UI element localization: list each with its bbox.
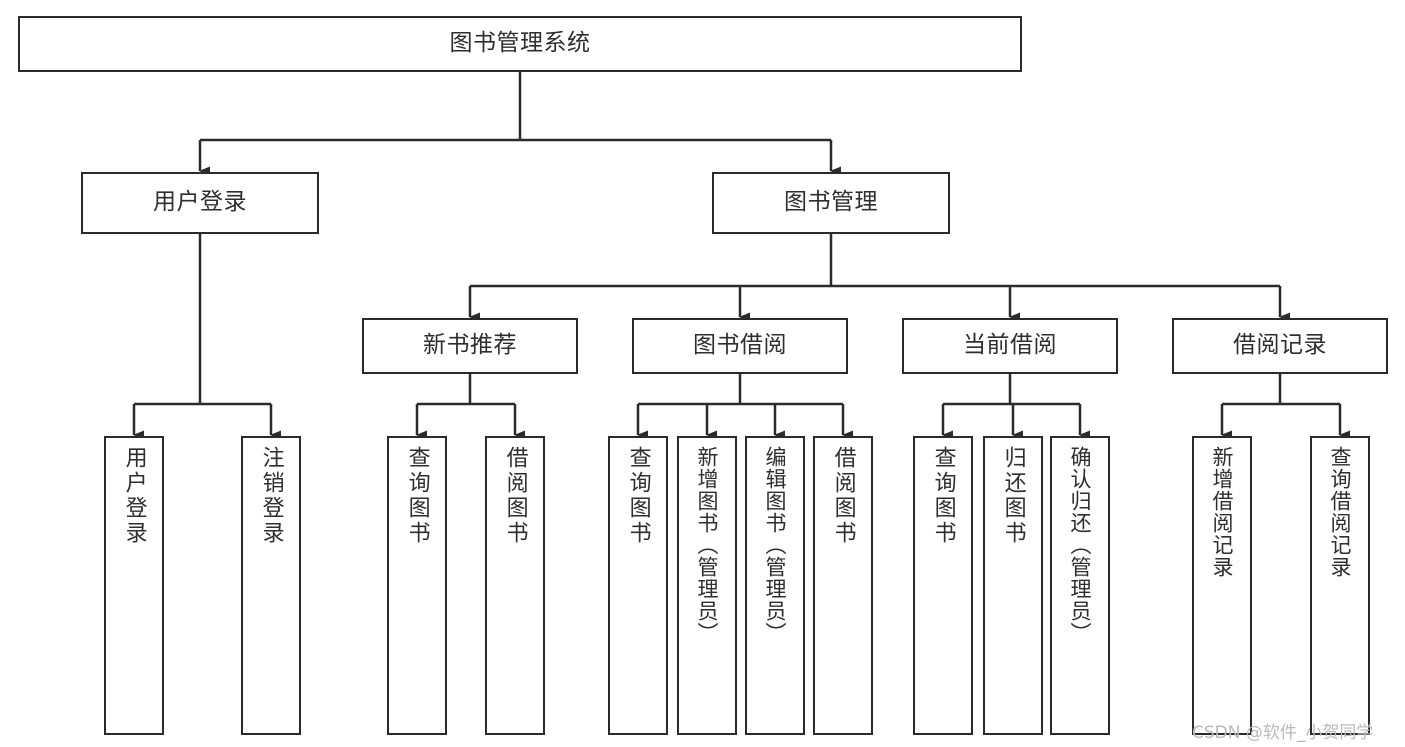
node-leaf-nb-b[interactable]: 借阅图书: [485, 436, 545, 735]
node-leaf-cb-r[interactable]: 归还图书: [983, 436, 1043, 735]
node-leaf-br-q[interactable]: 查询借阅记录: [1310, 436, 1370, 735]
node-newbook[interactable]: 新书推荐: [362, 318, 578, 374]
node-label: 确认归还（管理员）: [1068, 446, 1093, 644]
node-label: 查询图书: [625, 446, 651, 546]
node-label: 新书推荐: [423, 332, 517, 359]
node-label: 注销登录: [258, 446, 284, 546]
node-login[interactable]: 用户登录: [81, 172, 319, 234]
node-root[interactable]: 图书管理系统: [18, 16, 1022, 72]
node-borrowbook[interactable]: 图书借阅: [632, 318, 848, 374]
node-leaf-bb-e[interactable]: 编辑图书（管理员）: [745, 436, 805, 735]
node-leaf-logout[interactable]: 注销登录: [241, 436, 301, 735]
node-label: 查询图书: [930, 446, 956, 546]
node-leaf-bb-q[interactable]: 查询图书: [608, 436, 668, 735]
node-label: 图书借阅: [693, 332, 787, 359]
node-borrowrec[interactable]: 借阅记录: [1172, 318, 1388, 374]
node-label: 图书管理系统: [449, 30, 591, 57]
node-label: 归还图书: [1000, 446, 1026, 546]
node-label: 用户登录: [121, 446, 147, 546]
node-label: 借阅图书: [502, 446, 528, 546]
node-bookmgmt[interactable]: 图书管理: [712, 172, 950, 234]
node-label: 用户登录: [153, 189, 247, 216]
node-leaf-bb-a[interactable]: 新增图书（管理员）: [677, 436, 737, 735]
node-label: 编辑图书（管理员）: [763, 446, 788, 644]
node-label: 图书管理: [784, 189, 878, 216]
node-leaf-cb-q[interactable]: 查询图书: [913, 436, 973, 735]
node-leaf-login[interactable]: 用户登录: [104, 436, 164, 735]
node-leaf-bb-b[interactable]: 借阅图书: [813, 436, 873, 735]
edge-layer: [132, 72, 1350, 440]
node-leaf-nb-q[interactable]: 查询图书: [387, 436, 447, 735]
node-leaf-br-a[interactable]: 新增借阅记录: [1192, 436, 1252, 735]
node-leaf-cb-c[interactable]: 确认归还（管理员）: [1050, 436, 1110, 735]
node-label: 新增图书（管理员）: [695, 446, 720, 644]
node-label: 借阅记录: [1233, 332, 1327, 359]
node-label: 查询借阅记录: [1328, 446, 1353, 578]
node-curborrow[interactable]: 当前借阅: [902, 318, 1118, 374]
node-label: 新增借阅记录: [1210, 446, 1235, 578]
node-label: 当前借阅: [963, 332, 1057, 359]
node-label: 借阅图书: [830, 446, 856, 546]
node-label: 查询图书: [404, 446, 430, 546]
